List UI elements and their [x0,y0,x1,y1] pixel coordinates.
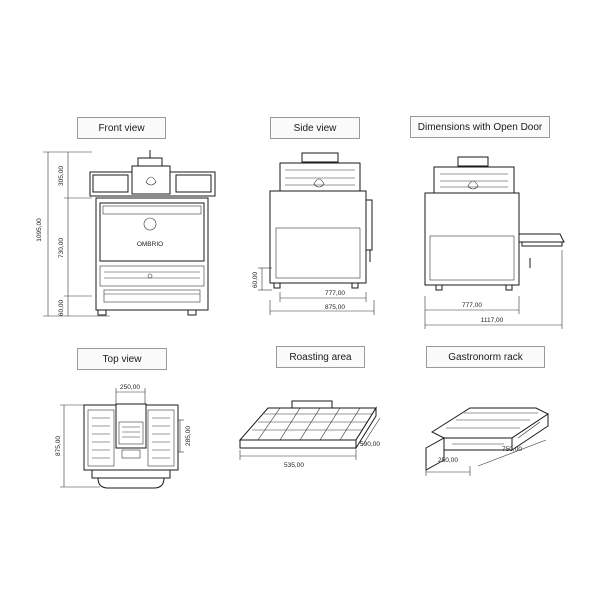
top-view-label: Top view [77,348,167,370]
dim-top-inner-depth: 285,00 [185,426,192,446]
open-door-drawing [424,156,565,329]
dim-side-depth-total: 875,00 [325,304,345,311]
dim-rack-depth: 750,00 [502,446,522,453]
top-view-drawing [60,388,184,489]
open-door-view-label: Dimensions with Open Door [410,116,550,138]
dim-roast-depth: 590,00 [360,441,380,448]
dim-mid-height: 730,00 [58,238,65,258]
gastronorm-rack-drawing [425,407,549,476]
dim-top-inner-width: 250,00 [120,384,140,391]
side-view-drawing [258,152,375,315]
gastronorm-rack-label: Gastronorm rack [426,346,545,368]
side-view-label: Side view [270,117,360,139]
dim-side-depth-body: 777,00 [325,290,345,297]
dim-top-depth: 875,00 [55,436,62,456]
dim-rack-width: 250,00 [438,457,458,464]
dim-side-foot: 60,00 [252,271,259,288]
dim-roast-width: 535,00 [284,462,304,469]
dim-top-height: 305,00 [58,166,65,186]
svg-text:OMBRIO: OMBRIO [137,241,163,248]
front-view-drawing: OMBRIO [43,150,216,317]
front-view-label: Front view [77,117,166,139]
dim-open-depth-total: 1117,00 [481,317,504,324]
dim-open-depth-body: 777,00 [462,302,482,309]
roasting-area-label: Roasting area [276,346,365,368]
dim-total-height: 1095,00 [36,218,43,242]
roasting-area-drawing [238,400,381,460]
dim-base-height: 60,00 [58,299,65,316]
